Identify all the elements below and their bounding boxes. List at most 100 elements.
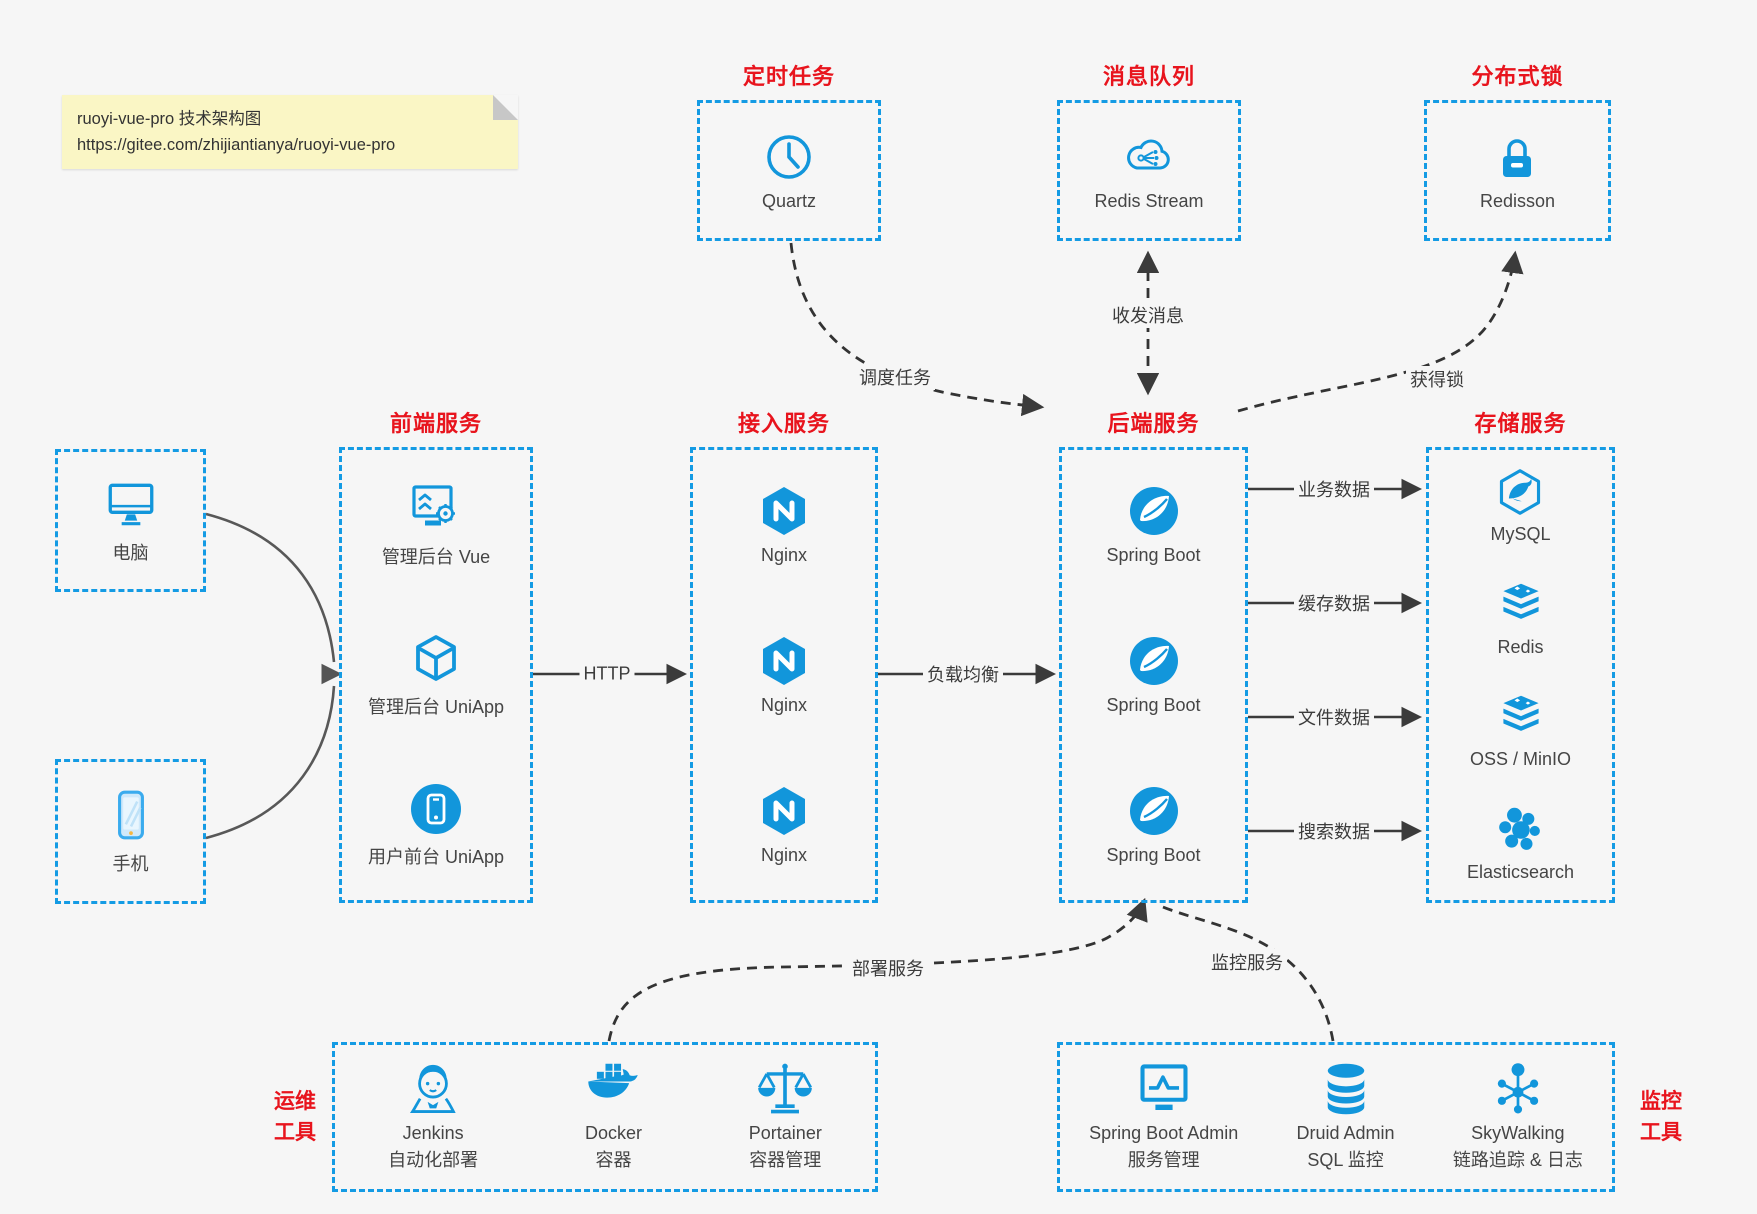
group-title-access: 接入服务 (737, 411, 830, 436)
edge-label-schedule: 调度任务 (855, 364, 935, 390)
node-label: OSS / MinIO (1469, 749, 1572, 770)
group-title-storage: 存储服务 (1474, 411, 1567, 436)
node-springboot-3: Spring Boot (1106, 784, 1201, 866)
group-title-mq: 消息队列 (1102, 64, 1195, 89)
spring-icon (1129, 487, 1178, 535)
node-redisson: Redisson (1480, 130, 1555, 212)
admin-monitor-icon (1140, 1064, 1188, 1110)
cube-icon (416, 634, 456, 681)
portainer-icon (758, 1063, 813, 1114)
node-label: 手机 (112, 854, 149, 874)
edge-label-monitor: 监控服务 (1207, 949, 1287, 975)
node-elasticsearch: Elasticsearch (1467, 805, 1574, 883)
group-backend: 后端服务 Spring Boot Spring Boot (1059, 411, 1248, 903)
group-title-frontend: 前端服务 (389, 411, 482, 436)
app-circle-icon (410, 783, 461, 834)
node-phone: 手机 (103, 787, 159, 876)
oss-icon (1502, 695, 1539, 732)
node-springboot-2: Spring Boot (1106, 634, 1201, 716)
group-frontend: 前端服务 管理后台 Vue (339, 411, 533, 903)
edge-label-load-balance: 负载均衡 (923, 661, 1003, 687)
phone-icon (117, 790, 144, 840)
edge-label-search-data: 搜索数据 (1294, 818, 1374, 844)
node-label: 用户前台 UniApp (367, 846, 505, 867)
edge-label-deploy: 部署服务 (848, 955, 928, 981)
node-label: 电脑 (112, 543, 149, 563)
note-title: ruoyi-vue-pro 技术架构图 (77, 110, 262, 128)
docker-icon (588, 1063, 639, 1098)
jenkins-icon (410, 1064, 456, 1113)
node-label: Spring Boot (1106, 545, 1201, 565)
edge-label-file-data: 文件数据 (1294, 704, 1374, 730)
client-computer: 电脑 (55, 449, 206, 592)
node-label: Spring Boot (1106, 695, 1201, 715)
edge-label-http: HTTP (579, 663, 635, 685)
elasticsearch-icon (1499, 807, 1541, 850)
node-computer: 电脑 (103, 476, 159, 565)
group-scheduler: 定时任务 Quartz (697, 64, 881, 241)
lock-icon (1503, 138, 1532, 177)
node-label: Nginx (760, 545, 808, 565)
edge-computer-frontend (205, 512, 336, 663)
nginx-icon (763, 787, 805, 835)
edge-label-business-data: 业务数据 (1294, 476, 1374, 502)
node-label: Redisson (1479, 190, 1556, 211)
node-label: Spring Boot (1106, 845, 1201, 865)
desktop-icon (108, 483, 153, 526)
nginx-icon (763, 637, 805, 685)
node-redis: Redis (1496, 580, 1546, 658)
topology-icon (1497, 1063, 1539, 1114)
cloud-mq-icon (1127, 139, 1170, 169)
ops-side-label: 运维 工具 (274, 1090, 316, 1144)
group-access: 接入服务 Nginx Nginx (690, 411, 878, 903)
group-lock: 分布式锁 Redisson (1424, 64, 1611, 241)
database-icon (1327, 1063, 1364, 1115)
spring-icon (1129, 787, 1178, 835)
group-title-lock: 分布式锁 (1471, 64, 1564, 89)
node-label: Redis Stream (1094, 190, 1204, 211)
sticky-note: ruoyi-vue-pro 技术架构图 https://gitee.com/zh… (62, 95, 518, 169)
edge-label-message: 收发消息 (1108, 302, 1188, 328)
monitoring-side-label: 监控 工具 (1640, 1090, 1682, 1144)
edge-acquire-lock (1237, 250, 1524, 413)
node-nginx-2: Nginx (757, 634, 811, 716)
group-storage: 存储服务 MySQL Redis (1426, 411, 1615, 903)
node-admin-uniapp: 管理后台 UniApp (368, 632, 504, 719)
node-springboot-1: Spring Boot (1106, 484, 1201, 566)
group-title-scheduler: 定时任务 (742, 64, 835, 89)
node-label: Quartz (761, 190, 817, 211)
node-label: Redis (1497, 636, 1544, 657)
node-mysql: MySQL (1490, 467, 1551, 545)
note-url: https://gitee.com/zhijiantianya/ruoyi-vu… (77, 136, 396, 154)
node-label: 管理后台 UniApp (367, 696, 505, 717)
node-label: Nginx (760, 695, 808, 715)
group-mq: 消息队列 Redis Stream (1057, 64, 1241, 241)
group-title-backend: 后端服务 (1107, 411, 1200, 436)
node-label: Nginx (760, 845, 808, 865)
clock-icon (767, 134, 811, 179)
node-label: 管理后台 Vue (381, 546, 491, 567)
node-redis-stream: Redis Stream (1094, 130, 1204, 212)
nginx-icon (763, 487, 805, 535)
node-admin-vue: 管理后台 Vue (382, 482, 490, 569)
node-nginx-1: Nginx (757, 484, 811, 566)
redis-icon (1502, 583, 1539, 619)
node-label: Elasticsearch (1466, 861, 1575, 882)
client-phone: 手机 (55, 759, 206, 904)
edge-label-cache-data: 缓存数据 (1294, 590, 1374, 616)
edge-phone-frontend (205, 685, 336, 840)
